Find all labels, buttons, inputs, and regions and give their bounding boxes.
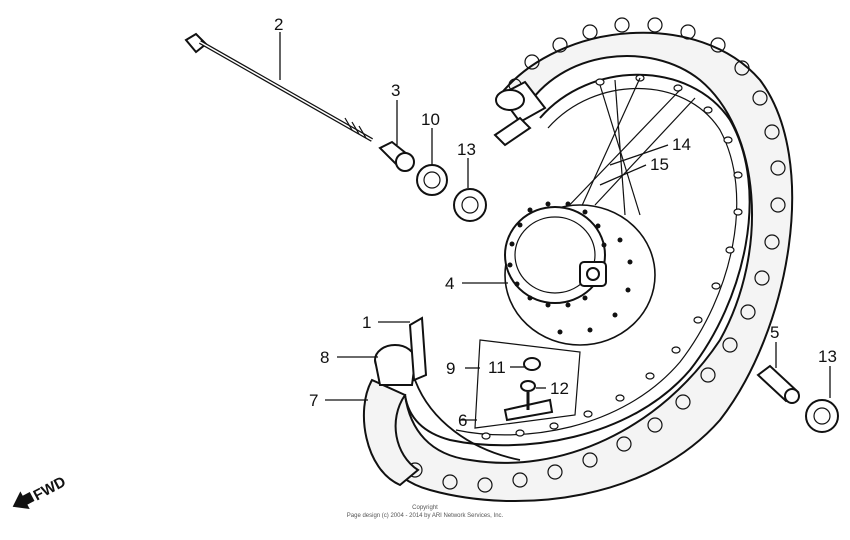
radial-ball-bearing-10: [416, 164, 448, 196]
rim-lock-kit-box: [474, 339, 581, 429]
footer-page-design: Page design (c) 2004 - 2014 by ARI Netwo…: [347, 513, 504, 519]
callout-13-upper: 13: [457, 140, 476, 159]
callout-8: 8: [320, 348, 329, 367]
rim: [404, 73, 751, 447]
radial-ball-bearing-13-lower: [805, 399, 839, 433]
tire-tread-pattern: [374, 17, 786, 493]
callout-10: 10: [421, 110, 440, 129]
inner-tube-section: [362, 316, 521, 487]
callout-15: 15: [650, 155, 669, 174]
spokes: [559, 77, 696, 216]
wheel-hub: [504, 201, 656, 346]
callout-12: 12: [550, 379, 569, 398]
radial-ball-bearing-13-upper: [453, 188, 487, 222]
distance-collar-5: [756, 364, 800, 404]
fwd-arrow-icon: [12, 491, 35, 510]
callout-1: 1: [362, 313, 371, 332]
front-axle: [184, 32, 373, 142]
callout-11: 11: [488, 358, 506, 377]
callout-9: 9: [446, 359, 455, 378]
axle-collar: [378, 140, 415, 172]
callout-13-lower: 13: [818, 347, 837, 366]
axle-thread: [344, 117, 367, 139]
callout-7: 7: [309, 391, 318, 410]
fwd-label: FWD: [31, 473, 69, 504]
tube-top-section: [493, 80, 547, 147]
callout-14: 14: [672, 135, 691, 154]
callout-4: 4: [445, 274, 454, 293]
leader-lines: [279, 32, 831, 421]
callout-3: 3: [391, 81, 400, 100]
footer-copyright: Copyright: [412, 505, 438, 511]
callout-2: 2: [274, 15, 283, 34]
callout-labels: 2 3 10 13 14 15 4 1 8 9 11 12 7 6 5 13: [274, 15, 837, 430]
callout-6: 6: [458, 411, 467, 430]
callout-5: 5: [770, 323, 779, 342]
fwd-direction-marker: FWD: [12, 473, 69, 510]
